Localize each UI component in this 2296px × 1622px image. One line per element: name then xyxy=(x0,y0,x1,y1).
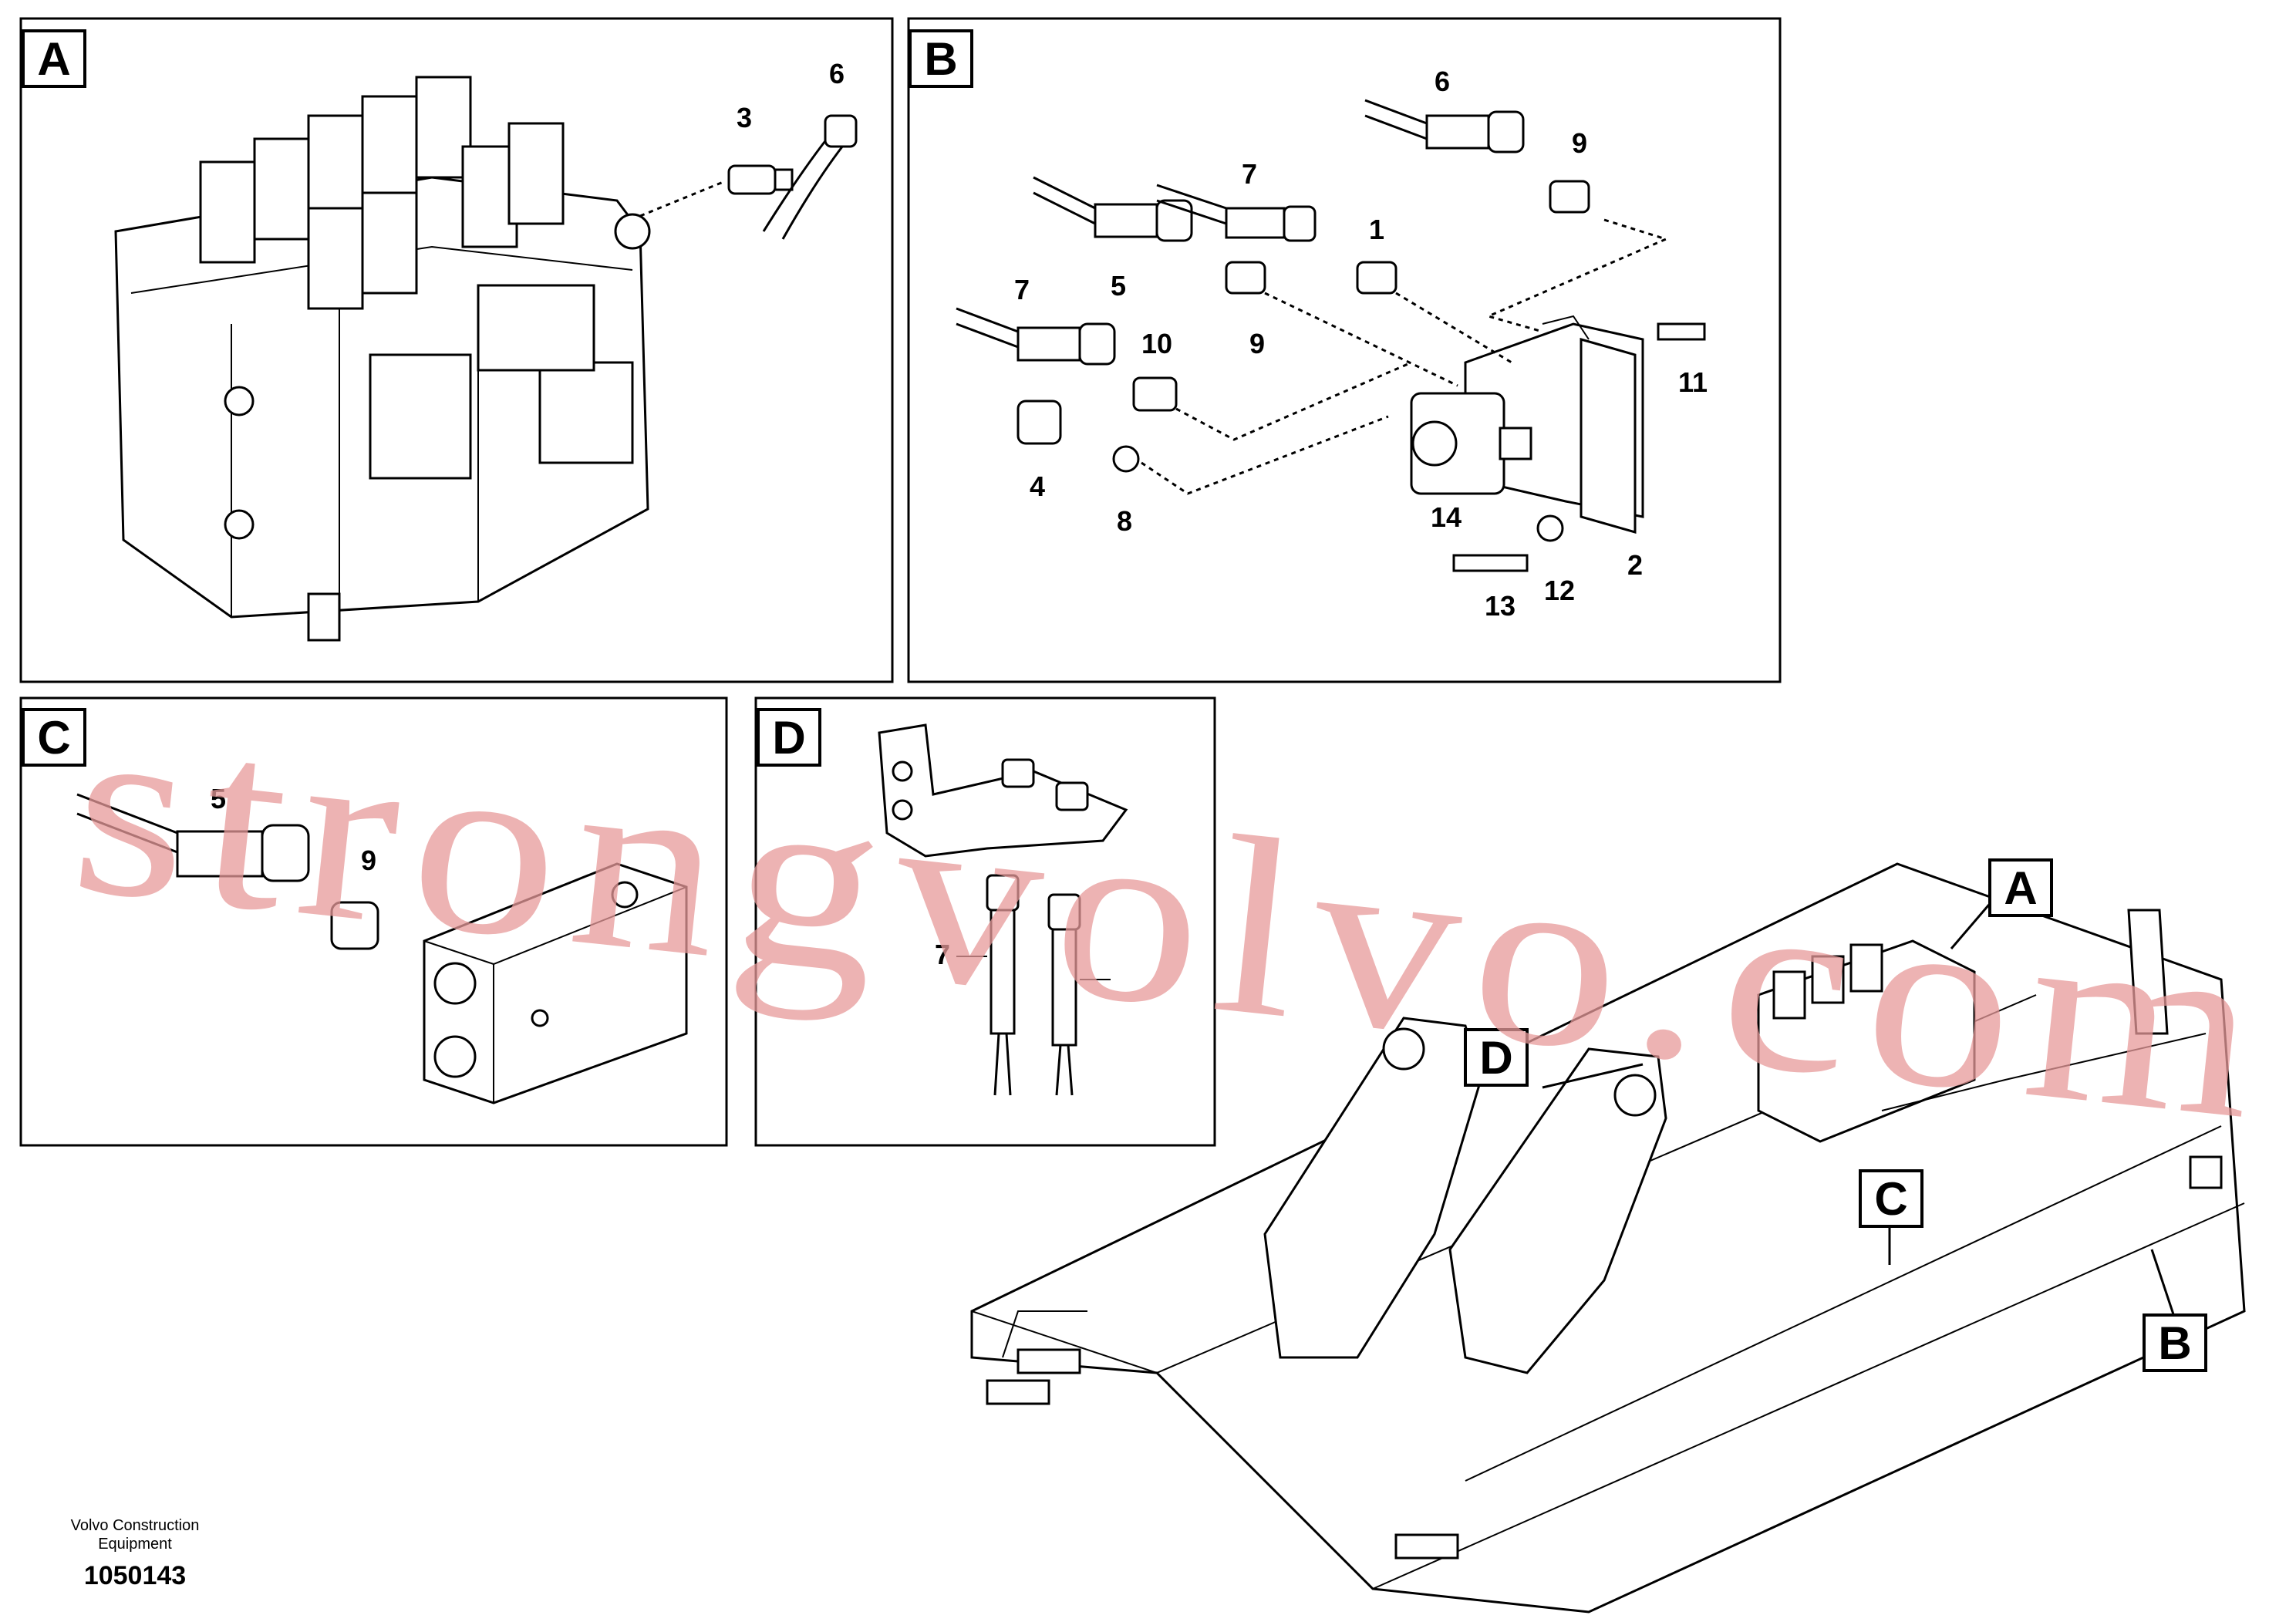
callout-a-1: 3 xyxy=(737,102,752,133)
callout-b-12: 14 xyxy=(1431,501,1462,533)
callout-b-9: 11 xyxy=(1678,366,1708,398)
callout-b-14: 13 xyxy=(1485,590,1515,622)
solenoid-valve-drawing xyxy=(1410,315,1644,534)
callout-a-2: 6 xyxy=(829,58,845,89)
callout-b-11: 8 xyxy=(1117,505,1132,537)
overview-tags: A D C B xyxy=(1464,858,2207,1372)
panel-a: A xyxy=(19,17,894,683)
part-7-hoses-d-drawing xyxy=(986,874,1081,1096)
panel-d: D 7 xyxy=(754,696,1216,1147)
panel-a-label: A xyxy=(37,33,70,85)
overview-tag-d: D xyxy=(1479,1032,1512,1084)
callout-b-4: 5 xyxy=(1111,270,1126,302)
part-3-fitting-drawing xyxy=(727,164,794,195)
company-name: Volvo Construction Equipment xyxy=(39,1516,231,1553)
fittings-drawing xyxy=(1017,180,1706,572)
callout-c-1: 5 xyxy=(211,783,226,814)
callout-b-13: 2 xyxy=(1627,549,1643,581)
hoses-drawing xyxy=(956,99,1525,366)
callout-b-5: 1 xyxy=(1369,214,1384,245)
callout-b-10: 4 xyxy=(1030,470,1045,502)
company-line-1: Volvo Construction xyxy=(70,1517,200,1534)
callout-b-1: 6 xyxy=(1435,66,1450,97)
callout-c-2: 9 xyxy=(361,845,376,876)
callout-b-3: 7 xyxy=(1242,158,1257,190)
overview-tag-c: C xyxy=(1874,1173,1907,1225)
bracket-drawing xyxy=(878,723,1128,858)
panel-b-label: B xyxy=(924,33,957,85)
company-line-2: Equipment xyxy=(98,1536,172,1553)
callout-b-6: 9 xyxy=(1249,328,1265,359)
callout-b-15: 12 xyxy=(1544,575,1575,606)
panel-b: B xyxy=(907,17,1782,683)
panel-d-label: D xyxy=(772,712,805,764)
valve-block-c-drawing xyxy=(423,862,688,1104)
part-9-fitting-c-drawing xyxy=(330,901,379,950)
panel-c: C 5 9 xyxy=(19,696,728,1147)
document-number: 1050143 xyxy=(83,1561,187,1590)
watermark-text: strongvolvo.com xyxy=(62,663,2285,1174)
part-5-hose-c-drawing xyxy=(76,793,310,882)
excavator-frame-overview xyxy=(970,862,2246,1614)
connection-lines xyxy=(1141,218,1670,495)
callout-b-7: 7 xyxy=(1014,274,1030,305)
panel-c-label: C xyxy=(37,712,70,764)
callout-b-8: 10 xyxy=(1141,328,1172,359)
callout-b-2: 9 xyxy=(1572,127,1587,159)
control-valve-drawing xyxy=(114,76,651,642)
overview-tag-a: A xyxy=(2004,862,2037,914)
part-6-hose-drawing xyxy=(762,114,858,240)
callout-d-1: 7 xyxy=(935,939,950,970)
overview-tag-b: B xyxy=(2158,1317,2191,1369)
